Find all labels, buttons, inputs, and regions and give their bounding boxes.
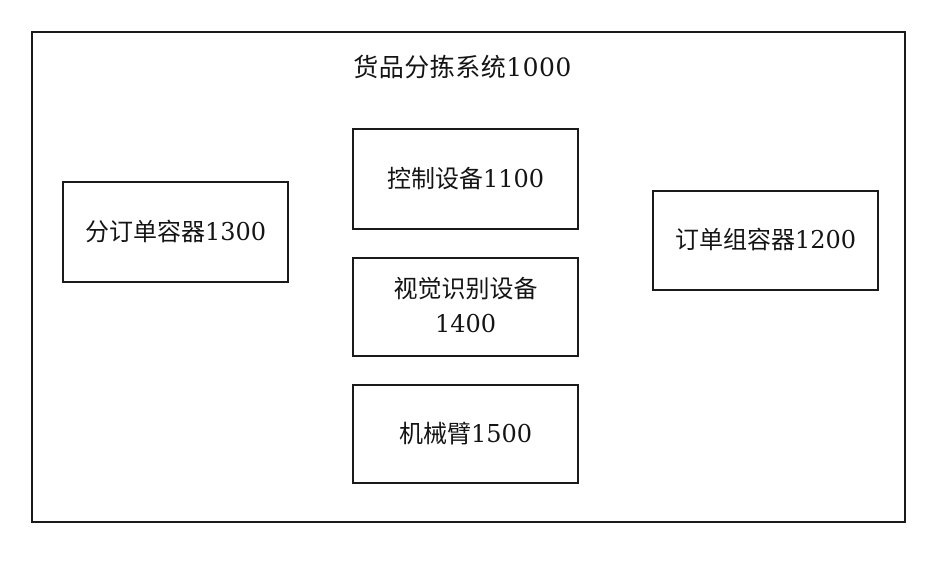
block-visual-recognition-device: 视觉识别设备 1400 — [352, 257, 579, 357]
block-label-visual-recognition-device: 视觉识别设备 1400 — [393, 275, 538, 338]
block-sub-order-container: 分订单容器1300 — [62, 181, 289, 283]
block-order-group-container: 订单组容器1200 — [652, 190, 879, 291]
block-control-device: 控制设备1100 — [352, 128, 579, 230]
block-label-sub-order-container: 分订单容器1300 — [84, 217, 267, 246]
block-label-robotic-arm: 机械臂1500 — [398, 419, 533, 448]
block-robotic-arm: 机械臂1500 — [352, 384, 579, 484]
system-title: 货品分拣系统1000 — [353, 53, 572, 82]
block-label-order-group-container: 订单组容器1200 — [674, 226, 857, 254]
block-label-control-device: 控制设备1100 — [386, 164, 545, 193]
